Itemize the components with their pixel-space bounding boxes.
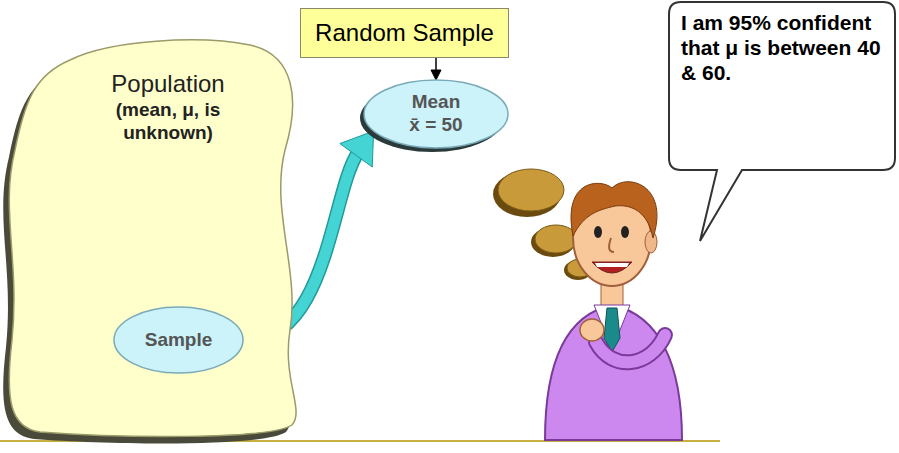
sample-ellipse: Sample <box>112 305 245 375</box>
node-sublabel: (mean, μ, is unknown) <box>93 99 243 145</box>
man-figure <box>545 182 682 440</box>
node-text-area: Meanx̄ = 50 <box>362 78 510 150</box>
population-blob: Population(mean, μ, is unknown) Sample <box>0 40 305 445</box>
node-text-area: Sample <box>112 305 245 375</box>
node-text-area: Population(mean, μ, is unknown) <box>48 70 288 144</box>
node-text-area: Random Sample <box>301 9 508 57</box>
random-sample-box: Random Sample <box>300 8 509 58</box>
speech-bubble: I am 95% confident that μ is between 40 … <box>667 0 897 243</box>
mean-ellipse: Meanx̄ = 50 <box>362 78 510 150</box>
node-label: I am 95% confident that μ is between 40 … <box>681 10 881 86</box>
node-label: Random Sample <box>315 19 494 48</box>
arrowhead <box>340 131 374 167</box>
node-label: Mean <box>412 91 461 114</box>
node-text-area: I am 95% confident that μ is between 40 … <box>681 10 881 86</box>
arrowhead <box>431 70 441 80</box>
node-sublabel: x̄ = 50 <box>409 114 462 137</box>
node-label: Sample <box>145 329 213 352</box>
node-label: Population <box>111 70 224 99</box>
